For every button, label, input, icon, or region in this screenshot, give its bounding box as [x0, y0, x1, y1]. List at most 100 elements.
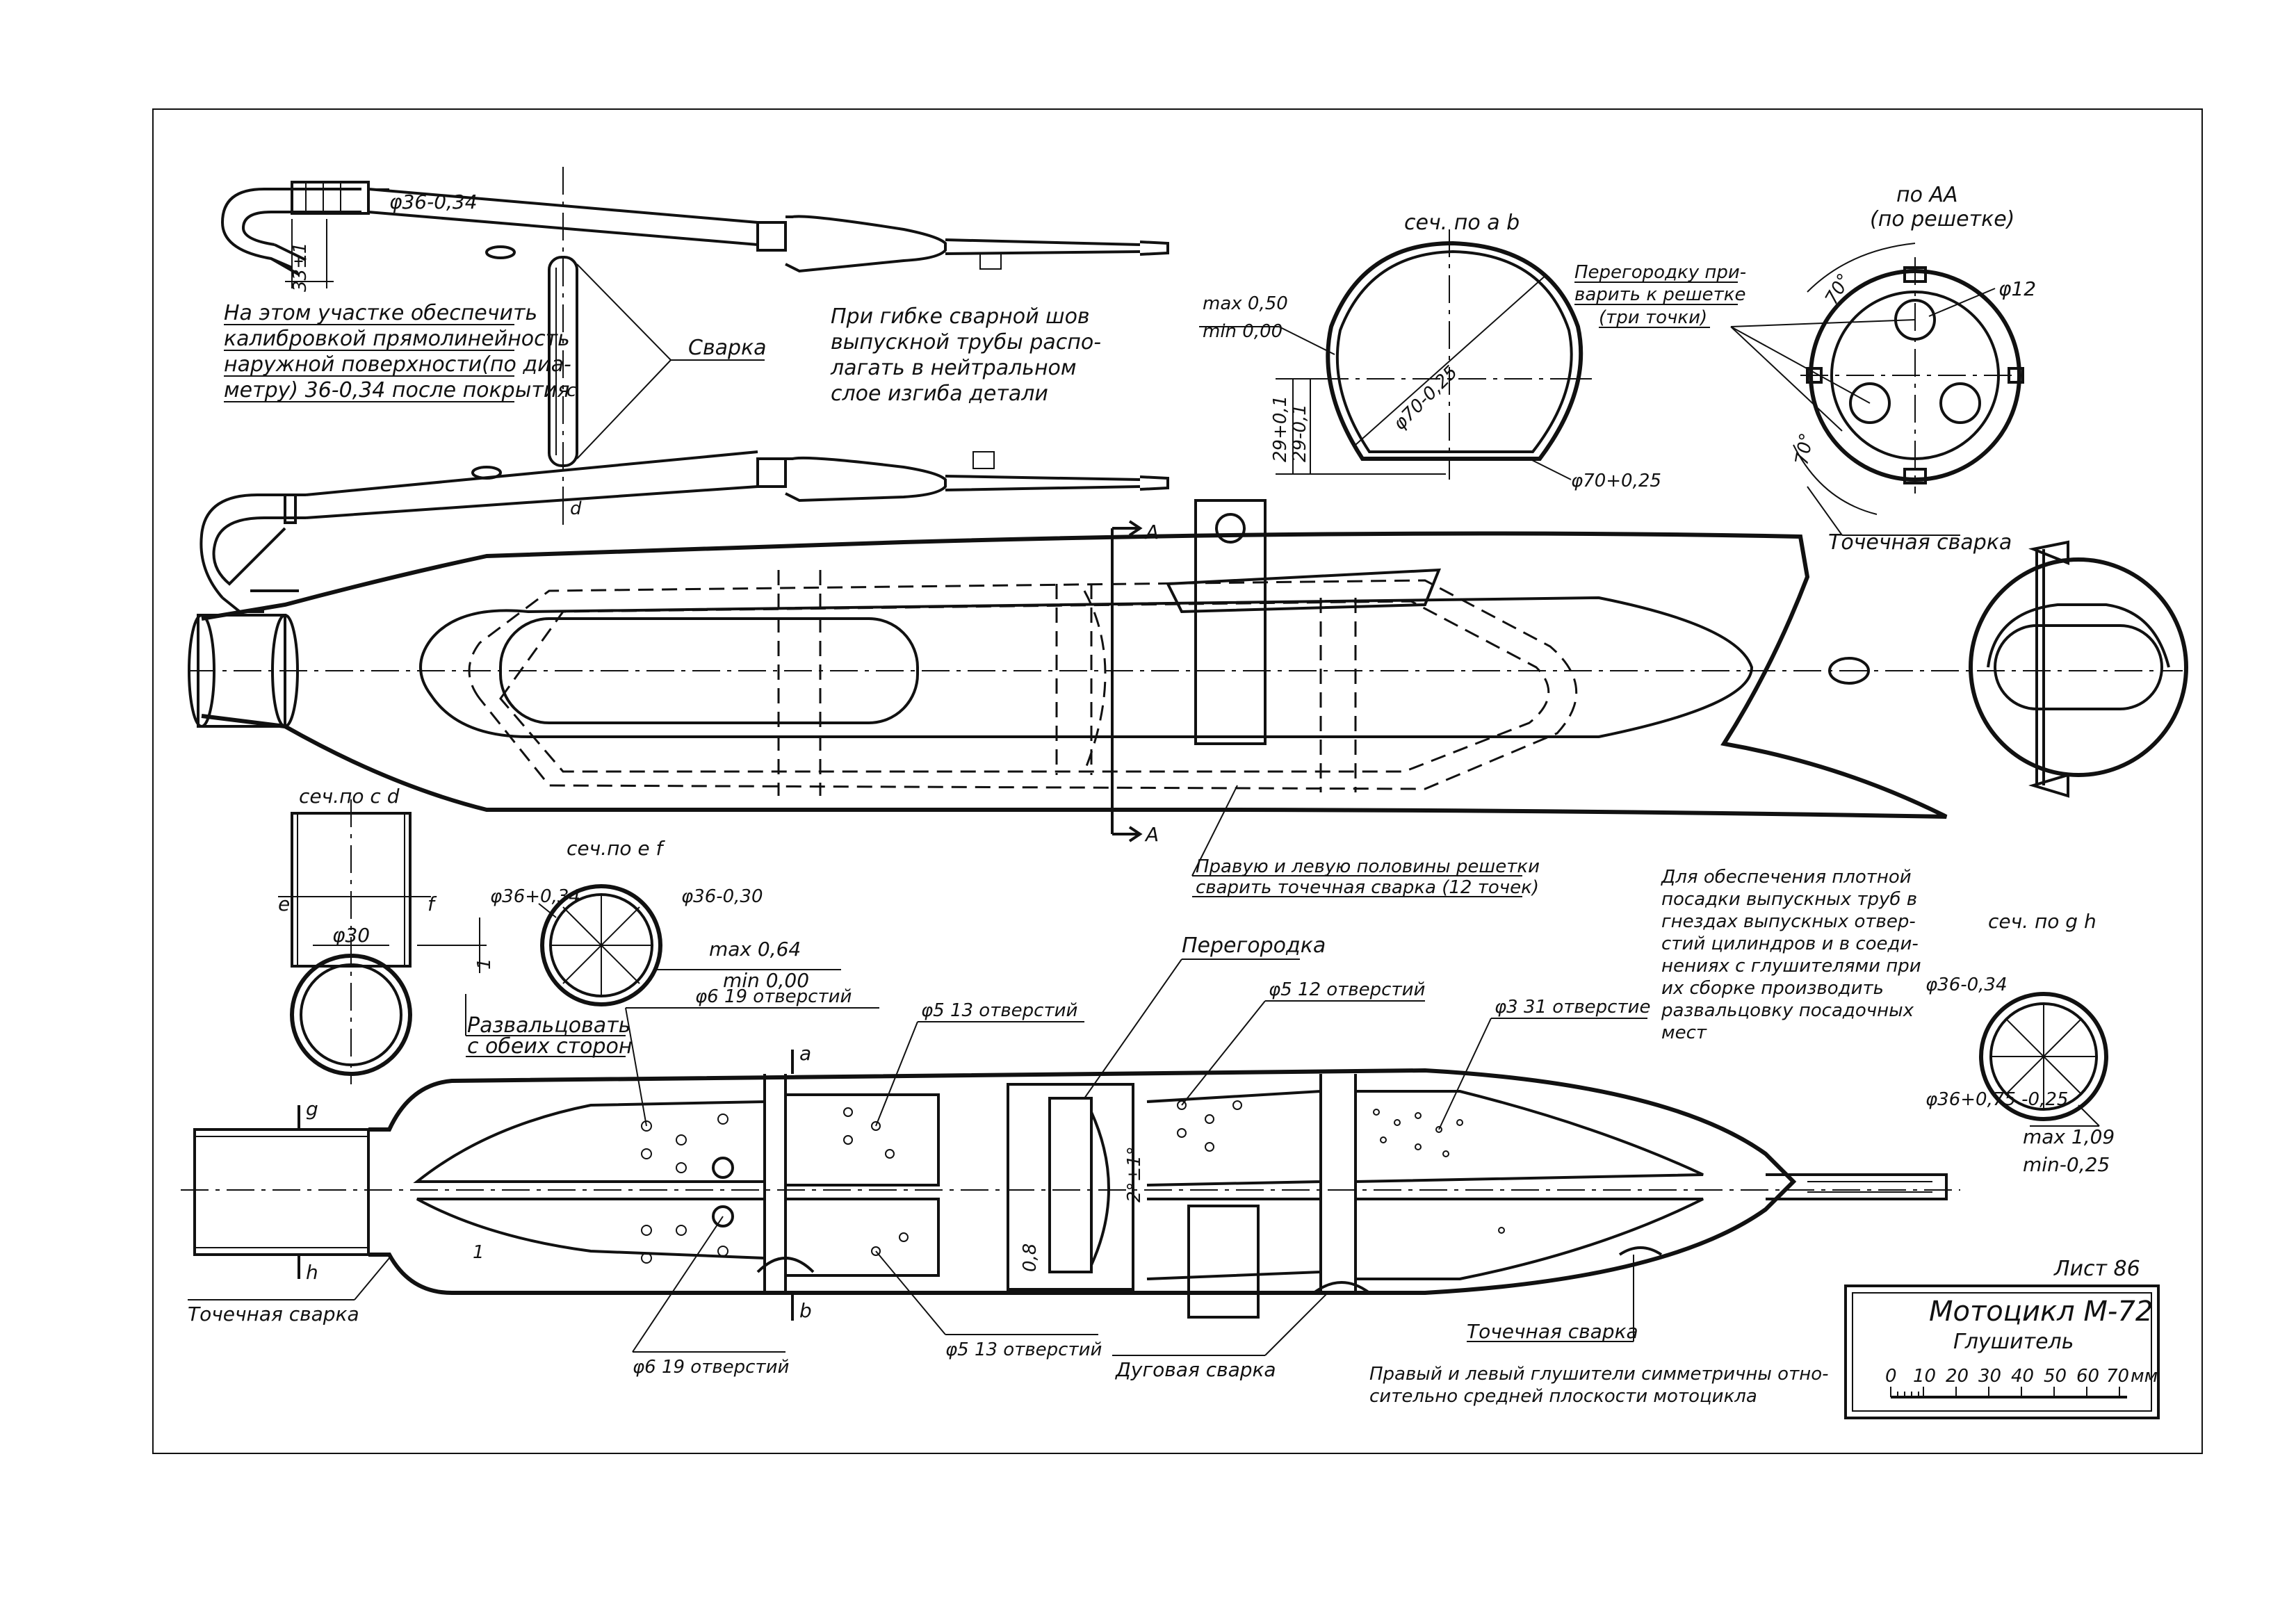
label-f: f	[428, 892, 437, 915]
dim-30: φ30	[332, 924, 370, 947]
svg-text:наружной поверхности(по диа-: наружной поверхности(по диа-	[224, 352, 571, 377]
svg-text:лагать в нейтральном: лагать в нейтральном	[830, 356, 1077, 380]
label-spot-AA: Точечная сварка	[1828, 530, 2012, 555]
svg-text:посадки выпускных труб в: посадки выпускных труб в	[1661, 889, 1917, 910]
section-ab-title: сеч. по a b	[1404, 211, 1520, 235]
dim-33: 33±1	[290, 243, 311, 292]
perforation-holes	[641, 1100, 1505, 1264]
svg-text:Для обеспечения плотной: Для обеспечения плотной	[1661, 867, 1912, 888]
section-gh	[1979, 992, 2108, 1127]
svg-text:При гибке сварной шов: При гибке сварной шов	[831, 304, 1090, 329]
sheet-frame	[152, 108, 2203, 1454]
svg-text:50: 50	[2044, 1366, 2067, 1387]
label-partition: Перегородка	[1182, 933, 1326, 958]
note-calibration: На этом участке обеспечить калибровкой п…	[224, 301, 571, 402]
dim-1: 1	[474, 958, 495, 970]
holes-5-top-b: φ5 12 отверстий	[1269, 979, 1425, 1000]
svg-text:калибровкой прямолинейность: калибровкой прямолинейность	[224, 327, 570, 351]
dim-70-inner: φ70-0,25	[1390, 362, 1462, 434]
dim-12: φ12	[1998, 277, 2036, 300]
holes-5-top-a: φ5 13 отверстий	[921, 1000, 1077, 1021]
dim-gh-1: φ36-0,34	[1925, 974, 2008, 995]
section-gh-title: сеч. по g h	[1988, 910, 2096, 933]
sheet-number: Лист 86	[2053, 1257, 2140, 1281]
section-ef	[538, 884, 841, 1006]
dim-29b: 29-0,1	[1289, 404, 1310, 462]
note-flare-1: Развальцовать	[467, 1013, 630, 1038]
svg-text:слое изгиба детали: слое изгиба детали	[831, 382, 1048, 406]
dim-70-outer: φ70+0,25	[1571, 471, 1661, 491]
svg-text:метру) 36-0,34 после покрытия: метру) 36-0,34 после покрытия	[224, 378, 569, 402]
label-b: b	[799, 1299, 812, 1322]
label-d: d	[570, 498, 582, 519]
title-line-2: Глушитель	[1953, 1330, 2074, 1354]
svg-text:развальцовку посадочных: развальцовку посадочных	[1661, 1000, 1914, 1021]
dim-pipe-top: φ36-0,34	[389, 190, 478, 213]
section-AA	[1730, 243, 2030, 536]
section-ef-max: max 0,64	[709, 938, 801, 961]
bottom-section-view	[181, 959, 1960, 1356]
svg-text:варить к решетке: варить к решетке	[1574, 284, 1746, 305]
note-halves-2: сварить точечная сварка (12 точек)	[1196, 877, 1539, 898]
section-ef-min: min 0,00	[723, 969, 809, 992]
scale-bar: 0 10 20 30 40 50 60 70 мм	[1885, 1366, 2158, 1398]
label-e: e	[278, 892, 290, 915]
section-ab-max: max 0,50	[1203, 293, 1288, 314]
section-gh-min: min-0,25	[2023, 1153, 2110, 1176]
svg-text:0: 0	[1885, 1366, 1897, 1387]
holes-5-bottom: φ5 13 отверстий	[945, 1339, 1102, 1360]
svg-text:их сборке производить: их сборке производить	[1661, 978, 1884, 999]
top-view-assembly	[200, 167, 1169, 613]
label-welding-top: Сварка	[688, 336, 767, 360]
note-flare-2: с обеих сторон	[467, 1034, 632, 1059]
svg-text:выпускной трубы распо-: выпускной трубы распо-	[831, 330, 1101, 354]
note-symmetry-2: сительно средней плоскости мотоцикла	[1369, 1386, 1757, 1407]
holes-3: φ3 31 отверстие	[1495, 997, 1651, 1018]
note-flaring-right: Для обеспечения плотной посадки выпускны…	[1661, 867, 1921, 1043]
svg-text:40: 40	[2011, 1366, 2034, 1387]
note-symmetry-1: Правый и левый глушители симметричны отн…	[1369, 1364, 1829, 1385]
label-A-bottom: A	[1144, 823, 1159, 846]
angle-70-bottom: 70°	[1791, 432, 1818, 467]
svg-text:Перегородку при-: Перегородку при-	[1574, 262, 1746, 283]
title-block: Мотоцикл М-72 Глушитель 0 10 20 30 40 50…	[1844, 1284, 2160, 1419]
section-gh-max: max 1,09	[2023, 1125, 2115, 1148]
label-arc: Дуговая сварка	[1114, 1358, 1276, 1381]
dim-gh-2: φ36+0,75 -0,25	[1925, 1089, 2068, 1110]
dim-ef-1: φ36+0,34	[490, 886, 580, 907]
holes-6-top: φ6 19 отверстий	[695, 986, 852, 1007]
section-ab	[1199, 229, 1592, 480]
holes-6-bottom: φ6 19 отверстий	[633, 1357, 789, 1378]
svg-text:60: 60	[2076, 1366, 2099, 1387]
svg-text:стий цилиндров и в соеди-: стий цилиндров и в соеди-	[1661, 933, 1919, 954]
label-1: 1	[473, 1242, 485, 1263]
title-line-1: Мотоцикл М-72	[1929, 1296, 2153, 1328]
svg-text:мест: мест	[1661, 1022, 1707, 1043]
label-a: a	[799, 1042, 811, 1065]
label-g: g	[306, 1098, 318, 1120]
svg-text:10: 10	[1913, 1366, 1936, 1387]
section-AA-subtitle: (по решетке)	[1870, 207, 2014, 231]
label-c: c	[567, 380, 576, 401]
label-spot-right: Точечная сварка	[1467, 1320, 1638, 1343]
label-h: h	[306, 1261, 318, 1284]
svg-text:70: 70	[2106, 1366, 2129, 1387]
angle-2deg: 2°±1°	[1124, 1146, 1145, 1202]
svg-text:нениях с глушителями при: нениях с глушителями при	[1661, 956, 1921, 977]
label-A-top: A	[1144, 521, 1159, 544]
svg-text:гнездах выпускных отвер-: гнездах выпускных отвер-	[1661, 911, 1916, 932]
svg-text:(три точки): (три точки)	[1599, 307, 1707, 328]
dim-29a: 29+0,1	[1270, 395, 1291, 462]
note-bend: При гибке сварной шов выпускной трубы ра…	[830, 304, 1101, 406]
note-partition-weld: Перегородку при- варить к решетке (три т…	[1574, 262, 1746, 328]
note-halves-1: Правую и левую половины решетки	[1196, 856, 1540, 877]
svg-text:20: 20	[1946, 1366, 1969, 1387]
section-cd-title: сеч.по c d	[299, 785, 400, 808]
section-AA-title: по АА	[1896, 183, 1958, 207]
label-spot-left: Точечная сварка	[188, 1303, 359, 1326]
section-ab-min: min 0,00	[1203, 321, 1283, 342]
svg-text:На этом участке обеспечить: На этом участке обеспечить	[224, 301, 537, 325]
main-muffler-view	[188, 499, 2188, 897]
dim-ef-2: φ36-0,30	[681, 886, 763, 907]
